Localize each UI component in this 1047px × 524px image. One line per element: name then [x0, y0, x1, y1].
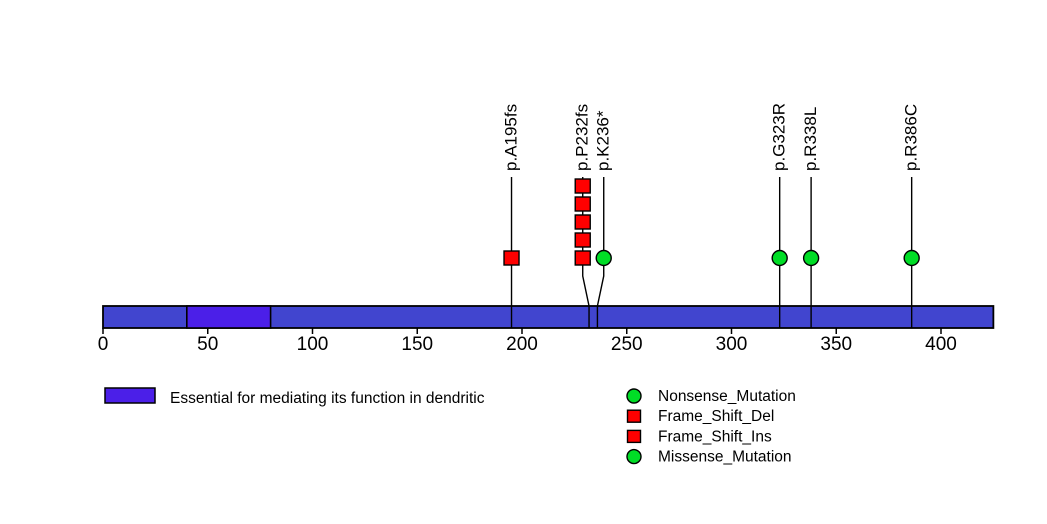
axis-tick-label: 350 — [820, 334, 852, 355]
mutation-marker — [574, 196, 591, 212]
mutation-marker — [595, 249, 612, 267]
mutation-label: p.G323R — [770, 103, 789, 171]
axis-tick-label: 50 — [197, 334, 218, 355]
axis-tick-label: 250 — [611, 334, 643, 355]
mutation-type-legend-label: Missense_Mutation — [658, 449, 792, 466]
axis-tick-label: 400 — [925, 334, 957, 355]
mutation-marker — [574, 250, 591, 266]
mutation-type-legend-label: Frame_Shift_Del — [658, 408, 774, 425]
protein-domain — [186, 305, 272, 329]
mutation-marker — [574, 214, 591, 230]
mutation-marker — [574, 232, 591, 248]
mutation-type-legend-marker — [626, 448, 642, 465]
mutation-marker — [903, 249, 920, 267]
mutation-type-legend-label: Nonsense_Mutation — [658, 388, 796, 405]
protein-backbone — [102, 305, 995, 329]
axis-tick-label: 100 — [297, 334, 329, 355]
mutation-marker — [802, 249, 820, 267]
mutation-label: p.R338L — [801, 107, 820, 171]
mutation-type-legend-label: Frame_Shift_Ins — [658, 428, 772, 445]
mutation-label: p.K236* — [594, 110, 613, 171]
axis-tick-label: 300 — [716, 334, 748, 355]
mutation-label: p.P232fs — [573, 104, 592, 171]
mutation-stem — [596, 177, 605, 328]
mutation-marker — [503, 250, 520, 266]
mutation-marker — [771, 249, 788, 267]
axis-tick-label: 200 — [506, 334, 538, 355]
mutation-label: p.A195fs — [502, 104, 521, 171]
domain-legend-swatch — [104, 387, 156, 404]
axis-tick-label: 0 — [98, 334, 109, 355]
mutation-label: p.R386C — [902, 104, 921, 171]
mutation-marker — [574, 178, 591, 194]
mutation-type-legend-marker — [626, 409, 642, 423]
mutation-type-legend-marker — [626, 429, 642, 444]
domain-legend-label: Essential for mediating its function in … — [170, 390, 485, 407]
axis-tick-label: 150 — [401, 334, 433, 355]
mutation-type-legend-marker — [626, 388, 642, 404]
